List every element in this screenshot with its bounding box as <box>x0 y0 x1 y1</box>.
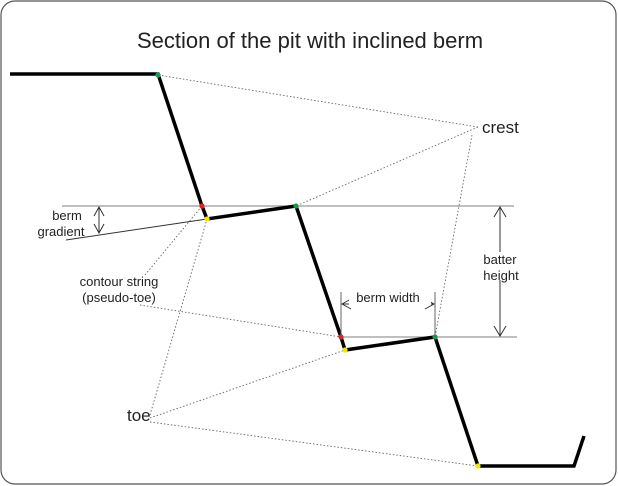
toe-point <box>475 463 481 469</box>
berm-gradient-label: gradient <box>38 224 85 239</box>
toe-label: toe <box>127 406 151 425</box>
contour-point <box>199 203 205 209</box>
crest-point <box>155 72 161 78</box>
arrowhead-icon <box>340 298 352 310</box>
arrowhead-icon <box>493 206 507 218</box>
batter-height-label: height <box>483 268 519 283</box>
arrowhead-icon <box>93 223 105 235</box>
crest-leader <box>295 126 479 207</box>
arrowhead-icon <box>93 205 105 217</box>
berm-width-label: berm width <box>356 290 420 305</box>
crest-leader <box>157 74 479 128</box>
berm-gradient-line <box>65 218 208 241</box>
crest-point <box>293 203 299 209</box>
crest-leader <box>434 134 473 338</box>
label-background <box>349 293 431 305</box>
berm-gradient-label: berm <box>52 208 82 223</box>
diagram-title: Section of the pit with inclined berm <box>137 28 483 53</box>
toe-leader <box>149 421 479 467</box>
toe-point <box>342 347 348 353</box>
arrowhead-icon <box>493 325 507 337</box>
batter-height-label: batter <box>483 252 517 267</box>
contour-leader <box>144 205 203 276</box>
leader-lines <box>139 74 479 467</box>
contour-string-label: contour string <box>80 274 159 289</box>
contour-leader <box>139 304 342 338</box>
toe-leader <box>149 218 208 416</box>
crest-label: crest <box>482 118 519 137</box>
contour-string-label: (pseudo-toe) <box>82 290 156 305</box>
toe-point <box>204 216 210 222</box>
toe-leader <box>149 349 346 419</box>
